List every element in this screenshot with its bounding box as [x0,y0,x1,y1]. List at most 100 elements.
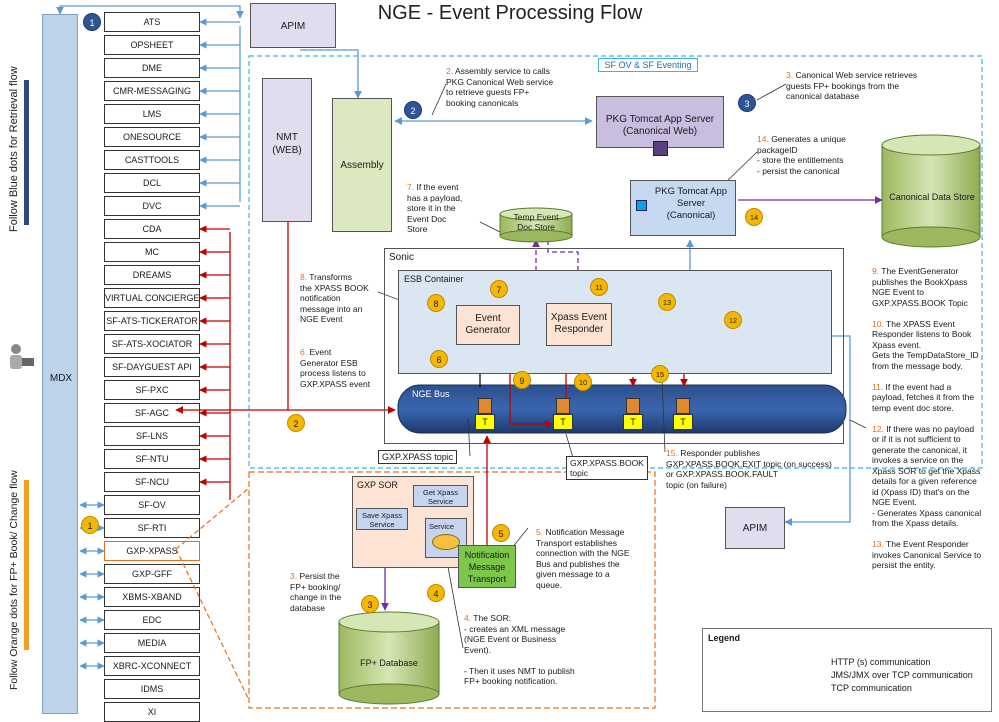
diagram-title: NGE - Event Processing Flow [377,2,643,24]
note-line: Generator ESB [300,357,358,368]
system-sf-ntu[interactable]: SF-NTU [104,449,200,469]
note-line: 6. Event [300,347,332,357]
apim-bottom-box[interactable]: APIM [725,507,785,549]
gxp-book-topic-label: GXP.XPASS.BOOK topic [566,456,648,480]
topic-stub [478,398,492,414]
step-2-bubble: 2 [404,101,422,119]
get-xpass-service[interactable]: Get Xpass Service [413,485,468,507]
apim-top-label: APIM [280,21,306,32]
note-line [464,655,575,666]
assembly-box[interactable]: Assembly [332,98,392,232]
sonic-label: Sonic [389,252,415,263]
system-xbrc-xconnect[interactable]: XBRC-XCONNECT [104,656,200,676]
step-3-bubble: 3 [361,595,379,613]
pkg-web-box[interactable]: PKG Tomcat App Server (Canonical Web) [596,96,724,156]
legend-box: Legend HTTP (s) communication JMS/JMX ov… [702,628,992,712]
xpass-responder-box[interactable]: Xpass Event Responder [546,303,612,346]
note-line: - creates an XML message [464,623,566,634]
note-line: from the Xpass details. [872,518,959,528]
legend-http: HTTP (s) communication [831,657,931,667]
note-line [872,308,981,319]
system-mc[interactable]: MC [104,242,200,262]
note-line: from the message body. [872,360,963,371]
legend-jms: JMS/JMX over TCP communication [831,670,973,680]
step-5-bubble: 5 [492,524,510,542]
system-idms[interactable]: IDMS [104,679,200,699]
topic-marker[interactable]: T [475,414,495,430]
mdx-label: MDX [49,373,73,384]
note-line: FP+ booking/ [290,581,341,592]
nmt-transport-box[interactable]: Notification Message Transport [458,545,516,588]
topic-marker[interactable]: T [553,414,573,430]
system-virtual-concierge[interactable]: VIRTUAL CONCIERGE [104,288,200,308]
note-line: notification [300,293,341,303]
note-line: database [290,602,325,613]
note-line: 8. Transforms [300,272,352,282]
note-line: - store the entitlements [757,155,844,165]
step-15-bubble: 15 [651,365,669,383]
note-4: 4. The SOR:- creates an XML message(NGE … [464,613,575,687]
step-6-bubble: 6 [430,350,448,368]
legend-title: Legend [708,633,741,643]
note-line: 10. The XPASS Event [872,318,955,329]
note-line: or GXP.XPASS.BOOK.FAULT [666,469,778,479]
pkg-canonical-box[interactable]: PKG Tomcat App Server (Canonical) [630,180,736,236]
save-xpass-service[interactable]: Save Xpass Service [356,508,408,530]
note-line [872,413,981,424]
nmt-web-box[interactable]: NMT (WEB) [262,78,312,222]
note-line: change in the [290,592,342,602]
note-line: - Generates Xpass canonical [872,507,982,518]
system-xbms-xband[interactable]: XBMS-XBAND [104,587,200,607]
note-line: store it in the [407,203,456,213]
step-8-bubble: 8 [427,294,445,312]
step-7-bubble: 7 [490,280,508,298]
system-media[interactable]: MEDIA [104,633,200,653]
note-line: Gets the TempDataStore_ID [872,350,979,360]
canonical-store-shape [881,134,981,248]
note-line: Store [407,224,428,234]
step-10-bubble: 10 [574,373,592,391]
sonic-box: Sonic [384,248,844,444]
note-line: Xpass event. [872,339,922,350]
sf-region-border [248,55,983,469]
note-line: generate the canonical, it [872,444,967,455]
topic-stub [626,398,640,414]
note-line: - Then it uses NMT to publish [464,665,575,676]
apim-top-box[interactable]: APIM [250,3,336,48]
note-line: queue. [536,579,562,590]
note-line: 3. Persist the [290,571,340,581]
topic-marker[interactable]: T [673,414,693,430]
note-line: persist the entity. [872,560,936,570]
orange-bar [24,480,29,650]
note-line: - persist the canonical [757,165,840,176]
note-line [872,371,981,382]
note-line: NGE Event to [872,287,924,297]
mdx-bar[interactable]: MDX [42,14,78,714]
note-line [872,529,981,540]
temp-store-label: Temp Event Doc Store [513,212,559,232]
system-sf-ats-xociator[interactable]: SF-ATS-XOCIATOR [104,334,200,354]
system-sf-dayguest-api[interactable]: SF-DAYGUEST API [104,357,200,377]
note-line: 14. Generates a unique [757,134,846,144]
note-line: Transport establishes [536,537,617,548]
note-line: connection with the NGE [536,548,630,558]
note-line: payload, fetches it from the [872,392,975,402]
topic-marker[interactable]: T [623,414,643,430]
fp-db-shape [338,611,440,705]
nge-bus-label: NGE Bus [412,389,450,399]
note-line: has a payload, [407,192,463,203]
canonical-store-label: Canonical Data Store [889,192,975,202]
note-line: temp event doc store. [872,402,954,413]
gxp-xpass-topic-label: GXP.XPASS topic [378,450,458,464]
system-casttools[interactable]: CASTTOOLS [104,150,200,170]
system-dme[interactable]: DME [104,58,200,78]
note-line: Event). [464,644,491,655]
event-generator-box[interactable]: Event Generator [456,305,520,345]
system-dcl[interactable]: DCL [104,173,200,193]
note-line: 4. The SOR: [464,613,512,623]
note-line: booking canonicals [446,97,519,108]
